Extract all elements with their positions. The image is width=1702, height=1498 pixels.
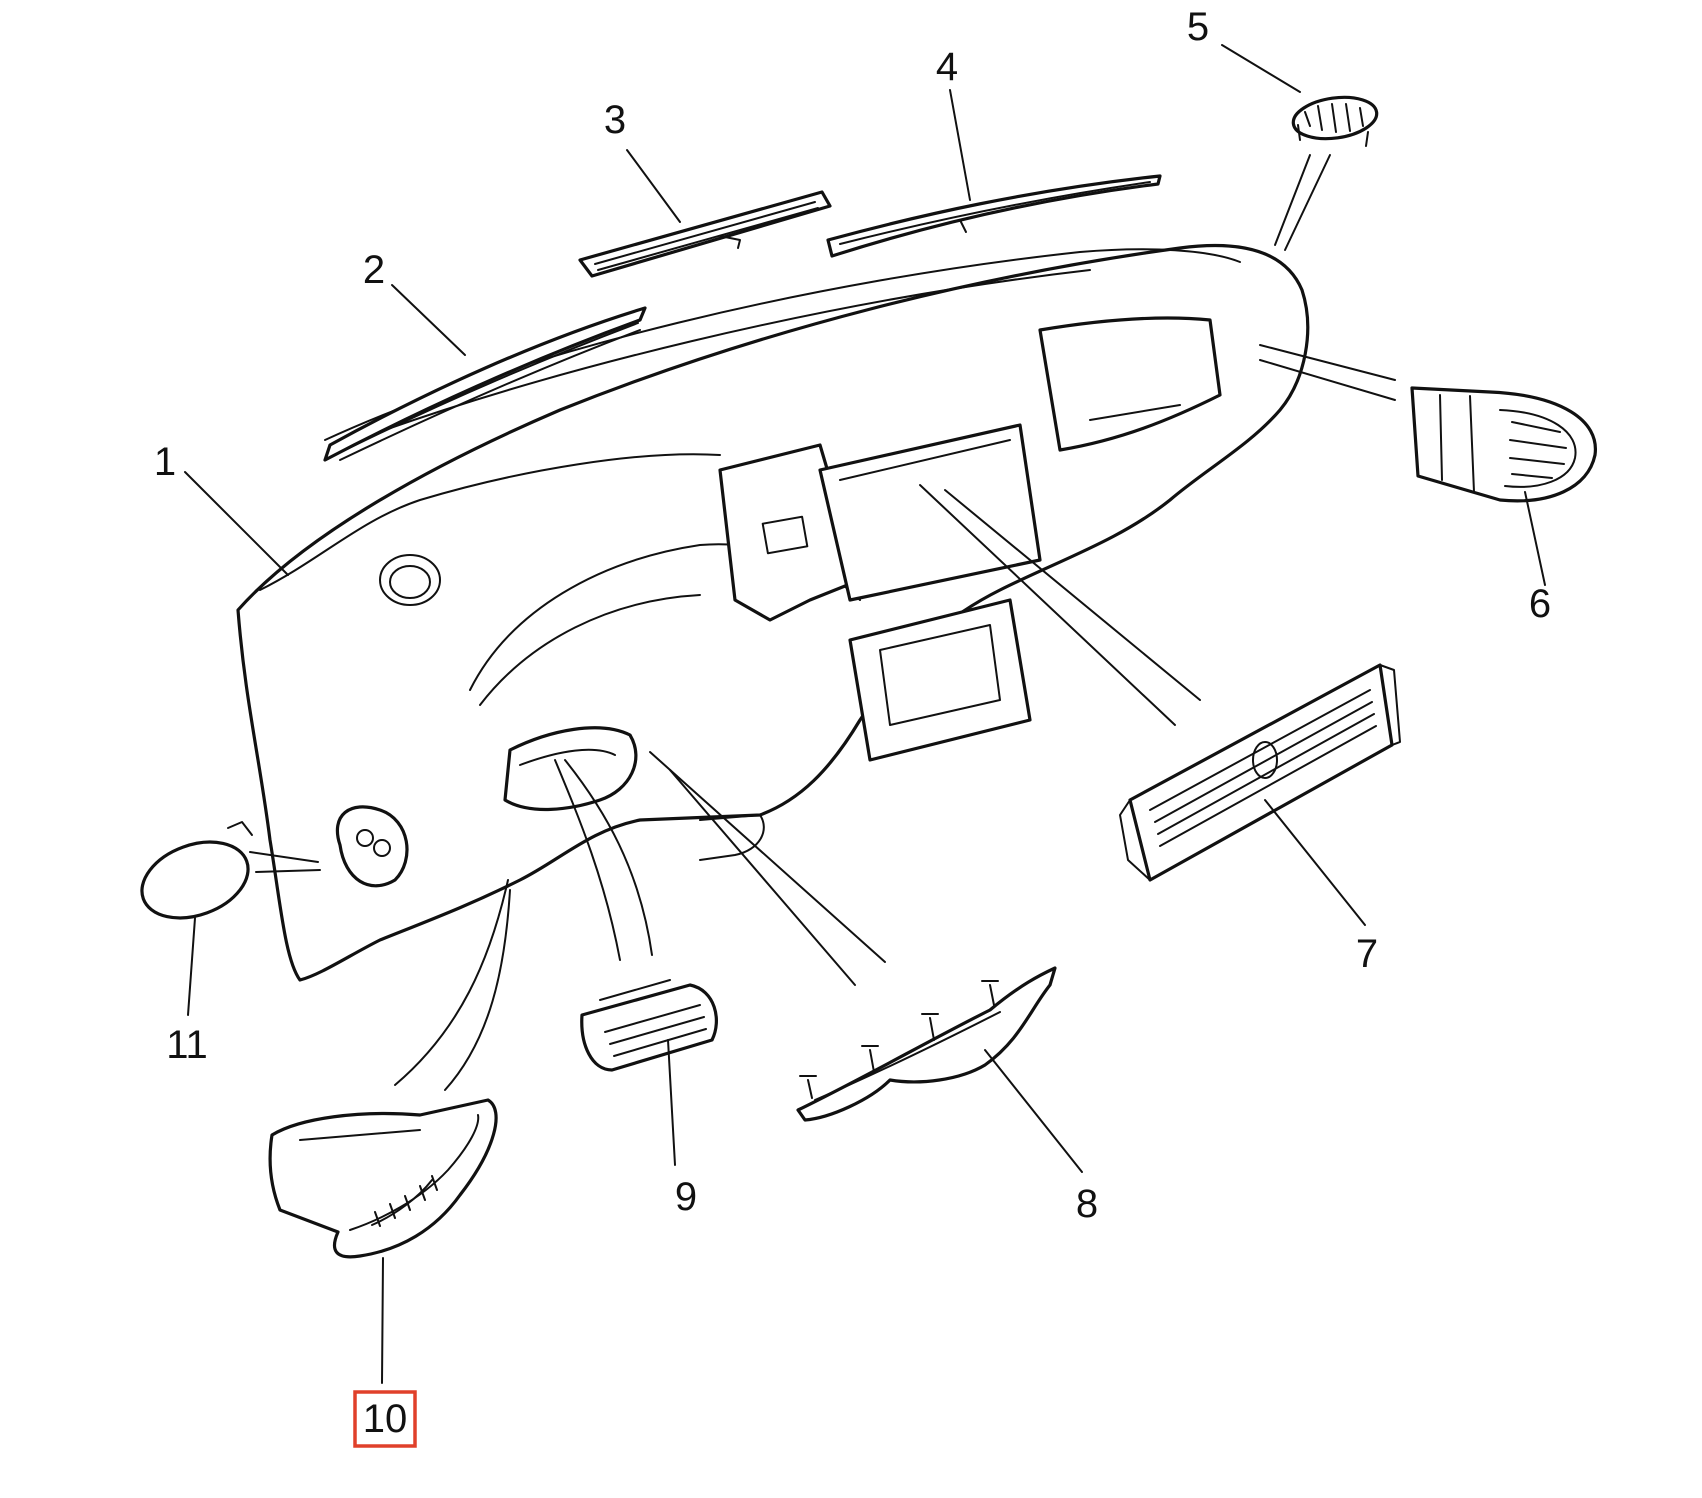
leader-7c xyxy=(944,489,1201,701)
part-11-cover-cap xyxy=(140,821,253,920)
leader-lines xyxy=(184,44,1546,1384)
leader-8b xyxy=(649,751,886,963)
leader-6b xyxy=(1259,344,1396,381)
leader-2 xyxy=(391,284,466,356)
leader-10b xyxy=(394,879,509,1086)
part-5-speaker-grille xyxy=(1291,95,1379,147)
callout-labels: 1 2 3 4 5 6 7 8 9 10 11 xyxy=(154,5,1551,1441)
callout-6: 6 xyxy=(1529,582,1551,626)
leader-11 xyxy=(187,917,196,1016)
leader-7b xyxy=(919,484,1176,726)
part-1-instrument-panel xyxy=(236,243,1310,982)
callout-2: 2 xyxy=(363,248,385,292)
leader-11c xyxy=(255,869,321,873)
leader-5c xyxy=(1284,154,1331,251)
callout-3: 3 xyxy=(604,98,626,142)
part-10-lower-air-outlet xyxy=(268,1098,498,1259)
callout-5: 5 xyxy=(1187,5,1209,49)
leader-9c xyxy=(564,759,653,956)
callout-4: 4 xyxy=(936,45,958,89)
leader-7 xyxy=(1264,799,1366,926)
part-8-lower-trim-bezel xyxy=(796,966,1057,1122)
leader-10c xyxy=(444,889,511,1091)
leader-5 xyxy=(1221,44,1301,93)
callout-1: 1 xyxy=(154,440,176,484)
leader-11b xyxy=(249,851,319,863)
part-6-side-air-outlet xyxy=(1410,386,1597,503)
leader-8 xyxy=(984,1049,1083,1173)
leader-6c xyxy=(1259,359,1396,401)
part-4-defroster-grille-right xyxy=(826,174,1162,258)
leader-8c xyxy=(669,769,856,986)
part-2-defroster-grille-left xyxy=(323,306,647,462)
leader-6 xyxy=(1524,491,1546,586)
leader-10 xyxy=(381,1257,384,1384)
callout-9: 9 xyxy=(675,1175,697,1219)
callout-7: 7 xyxy=(1356,932,1378,976)
callout-11: 11 xyxy=(166,1023,208,1067)
leader-5b xyxy=(1274,154,1311,246)
leader-1 xyxy=(184,471,289,576)
callout-10: 10 xyxy=(363,1397,408,1441)
leader-9b xyxy=(554,759,621,961)
part-3-defroster-grille-center xyxy=(578,190,832,278)
callout-8: 8 xyxy=(1076,1182,1098,1226)
part-7-center-air-outlet xyxy=(1119,663,1401,882)
leader-9 xyxy=(667,1039,676,1166)
leader-3 xyxy=(626,149,681,223)
leader-4 xyxy=(949,89,971,201)
part-9-small-air-outlet xyxy=(580,979,718,1072)
callout-10-highlight-box xyxy=(353,1390,417,1448)
